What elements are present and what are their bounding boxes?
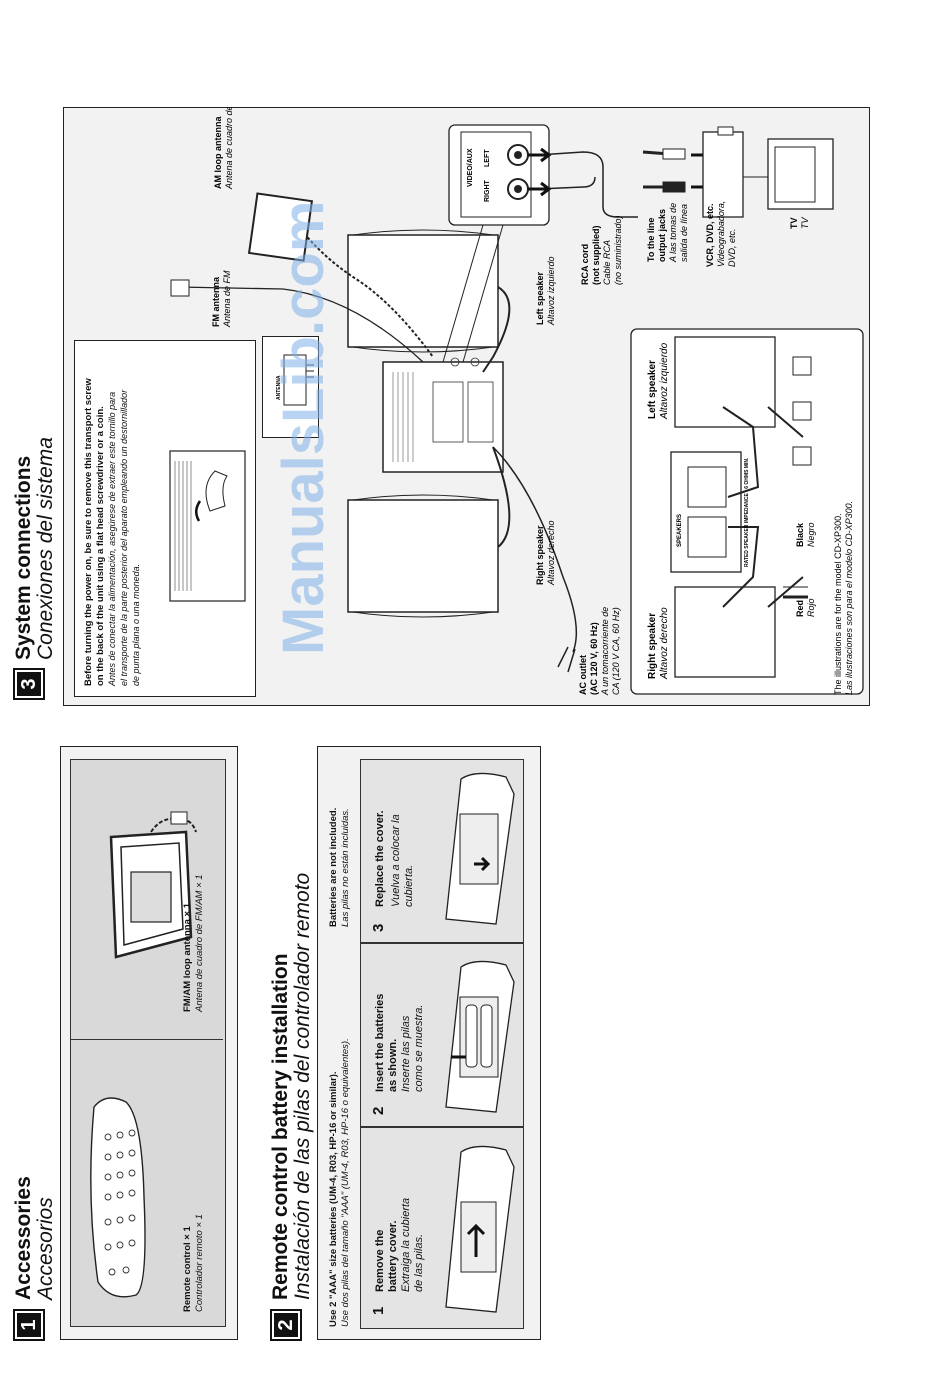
accessories-divider <box>71 1039 223 1040</box>
inset-right-speaker-label-es: Altavoz derecho <box>659 607 670 680</box>
section-1-number: 1 <box>13 1309 45 1341</box>
section-3-title: System connections <box>12 455 35 660</box>
am-antenna-label-es: Antena de cuadro de AM <box>224 107 234 190</box>
line-out-label-2: output jacks <box>657 209 667 262</box>
loop-antenna-label-es: Antena de cuadro de FM/AM × 1 <box>194 874 205 1012</box>
line-out-label-es-2: salida de línea <box>679 204 689 262</box>
red-wire-label-es: Rojo <box>806 598 816 617</box>
battery-intro-es: Use dos pilas del tamaño "AAA" (UM-4, R0… <box>340 1038 351 1327</box>
section-2-title-es: Instalación de las pilas del controlador… <box>291 872 314 1300</box>
battery-note-es: Las pilas no están incluidas. <box>340 808 351 927</box>
ac-outlet-label-es-1: A un tomacorriente de <box>600 607 610 696</box>
rca-label-es-1: Cable RCA <box>602 240 612 285</box>
step-1-illustration <box>445 1145 515 1313</box>
step-2-number: 2 <box>370 1106 387 1115</box>
ac-outlet-label-2: (AC 120 V, 60 Hz) <box>589 622 599 695</box>
battery-panel: Use 2 "AAA" size batteries (UM-4, R03, H… <box>317 746 541 1340</box>
black-wire-label: Black <box>795 522 805 547</box>
ac-outlet-label-es-2: CA (120 V CA, 60 Hz) <box>611 607 621 695</box>
loop-antenna-label: FM/AM loop antenna × 1 <box>182 903 193 1012</box>
left-speaker-label-es: Altavoz izquierdo <box>546 256 556 326</box>
antenna-jack-text: ANTENNA <box>276 375 282 400</box>
section-3-number: 3 <box>13 668 45 700</box>
vcr-label-es-2: DVD, etc. <box>727 228 737 267</box>
transport-screw-box: Before turning the power on, be sure to … <box>74 340 256 697</box>
accessories-panel: Remote control × 1 Controlador remoto × … <box>60 746 238 1340</box>
rca-label-1: RCA cord <box>580 244 590 285</box>
step-3-number: 3 <box>370 923 387 932</box>
step-2-text-2: as shown. <box>387 1038 399 1092</box>
am-antenna-label: AM loop antenna <box>213 116 223 189</box>
right-speaker-label: Right speaker <box>535 525 545 585</box>
note-1: The illustrations are for the model CD-X… <box>833 513 843 695</box>
inset-left-speaker-label: Left speaker <box>647 360 658 419</box>
tv-label: TV <box>789 217 799 229</box>
section-1-title-es: Accesorios <box>34 1197 57 1300</box>
left-jack-label: LEFT <box>484 149 491 167</box>
step-1-text-es-2: de las pilas. <box>413 1233 425 1292</box>
right-speaker-label-es: Altavoz derecho <box>546 520 556 586</box>
remote-control-label: Remote control × 1 <box>182 1226 193 1312</box>
line-out-label-1: To the line <box>646 218 656 262</box>
antenna-jack-inset: ANTENNA <box>262 336 319 438</box>
step-3-illustration <box>445 772 515 925</box>
step-2-text-es-2: como se muestra. <box>413 1004 425 1092</box>
inset-left-speaker-label-es: Altavoz izquierdo <box>659 342 670 420</box>
section-3-title-es: Conexiones del sistema <box>34 437 57 660</box>
section-2-title: Remote control battery installation <box>269 953 292 1300</box>
transport-screw-illustration <box>169 450 246 602</box>
right-speaker <box>347 499 499 613</box>
left-speaker-label: Left speaker <box>535 271 545 325</box>
vcr-device <box>702 131 744 218</box>
note-2: Las ilustraciones son para el modelo CD-… <box>844 501 854 695</box>
vcr-label-es-1: Videograbadora, <box>716 201 726 267</box>
connections-diagram: FM antenna Antena de FM AM loop antenna … <box>170 107 864 696</box>
step-3-text-es: Vuelva a colocar la <box>390 814 402 907</box>
line-out-label-es-1: A las tomas de <box>668 203 678 263</box>
rca-label-2: (not supplied) <box>591 226 601 286</box>
fm-antenna-label-es: Antena de FM <box>222 270 232 328</box>
vcr-label: VCR, DVD, etc. <box>705 203 715 267</box>
remote-control-illustration <box>90 1097 146 1298</box>
red-wire-label: Red <box>795 600 805 617</box>
watermark: ManualsLib.com <box>271 200 336 655</box>
speakers-terminal-label: SPEAKERS <box>677 514 683 547</box>
loop-antenna-illustration <box>109 811 197 959</box>
rca-label-es-2: (no suministrado) <box>613 215 623 285</box>
section-2-number: 2 <box>270 1309 302 1341</box>
black-wire-label-es: Negro <box>806 522 816 547</box>
section-1-title: Accessories <box>12 1176 35 1300</box>
step-1-text: Remove the <box>374 1229 386 1292</box>
video-aux-inset <box>448 124 550 226</box>
step-3-text: Replace the cover. <box>374 810 386 907</box>
step-1-number: 1 <box>370 1306 387 1315</box>
battery-intro: Use 2 "AAA" size batteries (UM-4, R03, H… <box>328 1071 339 1327</box>
fm-antenna-label: FM antenna <box>211 276 221 327</box>
step-3-text-es-2: cubierta. <box>403 864 415 907</box>
main-unit <box>382 361 504 473</box>
step-2-illustration <box>445 960 515 1113</box>
step-1-text-2: battery cover. <box>387 1220 399 1292</box>
inset-right-speaker-label: Right speaker <box>647 613 658 679</box>
video-aux-label: VIDEO/AUX <box>467 148 474 187</box>
step-1-text-es: Extraiga la cubierta <box>400 1197 412 1292</box>
battery-note: Batteries are not included. <box>328 807 339 927</box>
ac-outlet-label-1: AC outlet <box>578 655 588 695</box>
remote-control-label-es: Controlador remoto × 1 <box>194 1214 205 1312</box>
tv-label-es: TV <box>800 217 810 229</box>
impedance-label: RATED SPEAKER IMPEDANCE : 6 OHMS MIN. <box>744 457 750 567</box>
step-2-text: Insert the batteries <box>374 993 386 1092</box>
antenna-jack-illustration: ANTENNA <box>276 354 314 406</box>
step-2-text-es: Inserte las pilas <box>400 1015 412 1092</box>
right-jack-label: RIGHT <box>484 180 491 203</box>
